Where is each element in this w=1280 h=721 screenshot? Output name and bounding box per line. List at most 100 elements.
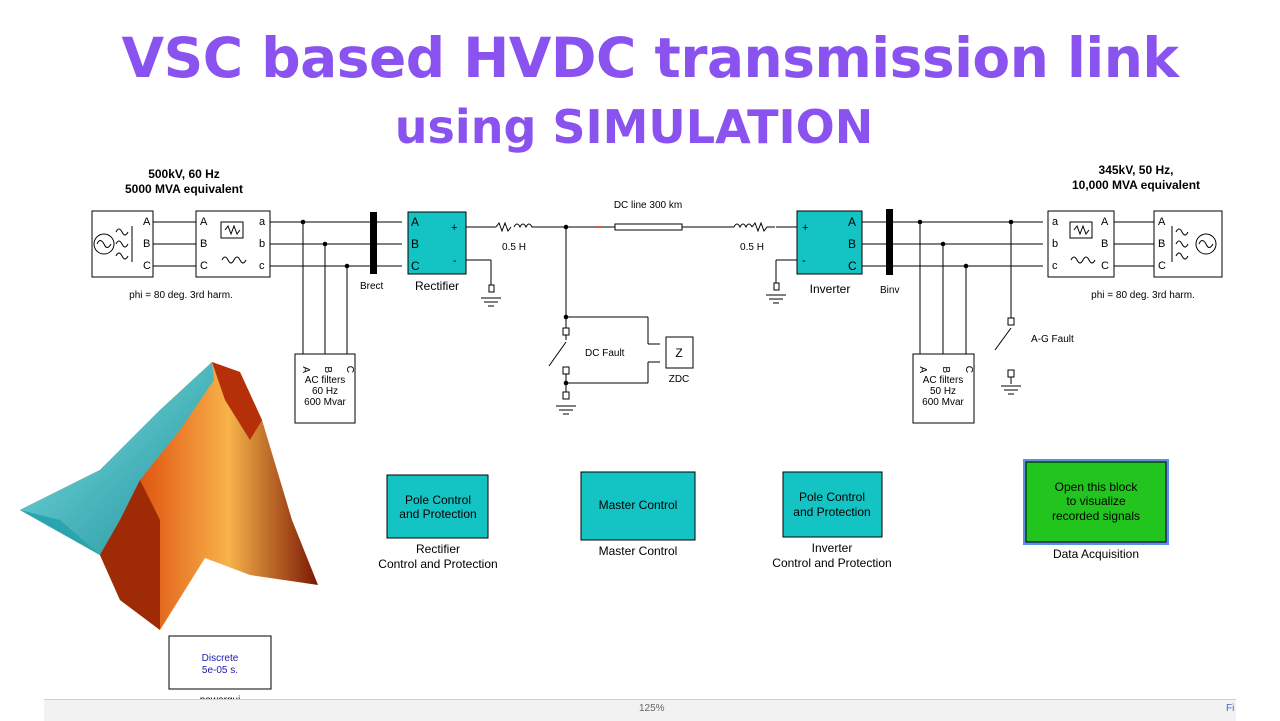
inverter-plus: + <box>802 222 808 234</box>
status-edge-text: Fi <box>1226 703 1235 714</box>
ag-fault-ground-icon <box>1001 385 1021 395</box>
left-source-port-a: A <box>143 216 151 228</box>
right-filters-line1: AC filters <box>923 375 964 386</box>
powergui-line2: 5e-05 s. <box>202 665 238 676</box>
left-source-spec-2: 5000 MVA equivalent <box>125 182 243 196</box>
rectifier-port-c: C <box>411 259 420 273</box>
right-xfmr-in-b: b <box>1052 238 1058 250</box>
right-source-port-a: A <box>1158 216 1166 228</box>
zdc-label: ZDC <box>669 374 690 385</box>
left-filter-port-a: A <box>300 366 311 373</box>
rectifier-control-caption1: Rectifier <box>416 542 460 556</box>
inverter-control-block[interactable] <box>782 471 883 538</box>
right-reactor-label: 0.5 H <box>740 242 764 253</box>
rectifier-control-line2: and Protection <box>399 507 476 521</box>
right-bus-label: Binv <box>880 285 899 296</box>
inverter-control-caption2: Control and Protection <box>772 556 891 570</box>
status-bar: 125% Fi <box>44 699 1236 721</box>
junction-dots <box>300 219 1014 386</box>
ag-fault-label: A-G Fault <box>1031 334 1074 345</box>
left-source-note: phi = 80 deg. 3rd harm. <box>129 290 233 301</box>
left-filter-port-b: B <box>322 366 333 373</box>
rectifier-control-caption2: Control and Protection <box>378 557 497 571</box>
rectifier-label: Rectifier <box>415 279 459 293</box>
wires <box>153 221 1154 398</box>
right-source-block[interactable] <box>1153 210 1223 278</box>
right-source-spec-2: 10,000 MVA equivalent <box>1072 178 1200 192</box>
left-source-spec-1: 500kV, 60 Hz <box>148 167 220 181</box>
left-filters-line2: 60 Hz <box>312 386 338 397</box>
left-filter-port-c: C <box>344 366 355 373</box>
rectifier-plus: + <box>451 222 457 234</box>
rectifier-control-block[interactable] <box>386 474 489 539</box>
inverter-label: Inverter <box>810 282 851 296</box>
ag-fault-breaker-icon[interactable] <box>994 317 1015 378</box>
data-acquisition-block[interactable] <box>1025 461 1167 543</box>
left-reactor-label: 0.5 H <box>502 242 526 253</box>
left-xfmr-in-a: A <box>200 216 208 228</box>
dc-fault-ground-icon <box>556 391 576 415</box>
right-xfmr-out-b: B <box>1101 238 1108 250</box>
title-line-1: VSC based HVDC transmission link <box>121 26 1179 90</box>
inverter-port-b: B <box>848 237 856 251</box>
rectifier-block[interactable] <box>407 211 467 275</box>
data-acq-caption: Data Acquisition <box>1053 547 1139 561</box>
zdc-block[interactable] <box>665 336 694 369</box>
matlab-logo <box>20 362 318 630</box>
left-xfmr-in-b: B <box>200 238 207 250</box>
right-source-spec-1: 345kV, 50 Hz, <box>1099 163 1174 177</box>
left-transformer-block[interactable] <box>195 210 271 278</box>
powergui-line1: Discrete <box>202 653 239 664</box>
data-acq-line1: Open this block <box>1055 480 1139 494</box>
right-filters-line2: 50 Hz <box>930 386 956 397</box>
dc-fault-label: DC Fault <box>585 348 625 359</box>
inverter-port-a: A <box>848 215 856 229</box>
data-acq-line2: to visualize <box>1066 494 1126 508</box>
left-source-block[interactable] <box>91 210 154 278</box>
left-bus-label: Brect <box>360 281 384 292</box>
inverter-block[interactable] <box>796 210 863 275</box>
left-ac-filters-block[interactable] <box>294 353 356 424</box>
inverter-minus: - <box>802 255 806 267</box>
right-xfmr-in-a: a <box>1052 216 1059 228</box>
left-filters-line1: AC filters <box>305 375 346 386</box>
right-transformer-block[interactable] <box>1047 210 1115 278</box>
left-xfmr-out-a: a <box>259 216 266 228</box>
right-filter-port-a: A <box>917 366 928 373</box>
master-control-caption: Master Control <box>599 544 678 558</box>
right-xfmr-in-c: c <box>1052 260 1058 272</box>
title-line-2: using SIMULATION <box>394 100 874 154</box>
dc-fault-breaker-icon[interactable] <box>548 327 570 375</box>
left-xfmr-out-b: b <box>259 238 265 250</box>
inverter-ground-icon <box>766 282 786 304</box>
right-smoothing-reactor[interactable] <box>733 221 775 233</box>
left-source-port-b: B <box>143 238 150 250</box>
right-filter-port-b: B <box>940 366 951 373</box>
left-xfmr-in-c: C <box>200 260 208 272</box>
master-control-block[interactable] <box>580 471 696 541</box>
dc-line-block[interactable] <box>614 223 683 231</box>
right-source-port-c: C <box>1158 260 1166 272</box>
rectifier-control-line1: Pole Control <box>405 493 471 507</box>
right-filter-port-c: C <box>963 366 974 373</box>
right-bus-bar[interactable] <box>886 209 893 275</box>
rectifier-ground-icon <box>481 284 501 307</box>
right-xfmr-out-a: A <box>1101 216 1109 228</box>
right-source-port-b: B <box>1158 238 1165 250</box>
inverter-port-c: C <box>848 259 857 273</box>
zoom-level: 125% <box>639 703 665 714</box>
right-xfmr-out-c: C <box>1101 260 1109 272</box>
left-bus-bar[interactable] <box>370 212 377 274</box>
inverter-control-line1: Pole Control <box>799 490 865 504</box>
rectifier-minus: - <box>453 255 457 267</box>
powergui-block[interactable] <box>168 635 272 690</box>
right-source-note: phi = 80 deg. 3rd harm. <box>1091 290 1195 301</box>
left-smoothing-reactor[interactable] <box>495 221 538 233</box>
left-source-port-c: C <box>143 260 151 272</box>
right-filters-line3: 600 Mvar <box>922 397 964 408</box>
data-acq-line3: recorded signals <box>1052 509 1140 523</box>
left-filters-line3: 600 Mvar <box>304 397 346 408</box>
zdc-symbol: Z <box>675 346 682 360</box>
right-ac-filters-block[interactable] <box>912 353 975 424</box>
